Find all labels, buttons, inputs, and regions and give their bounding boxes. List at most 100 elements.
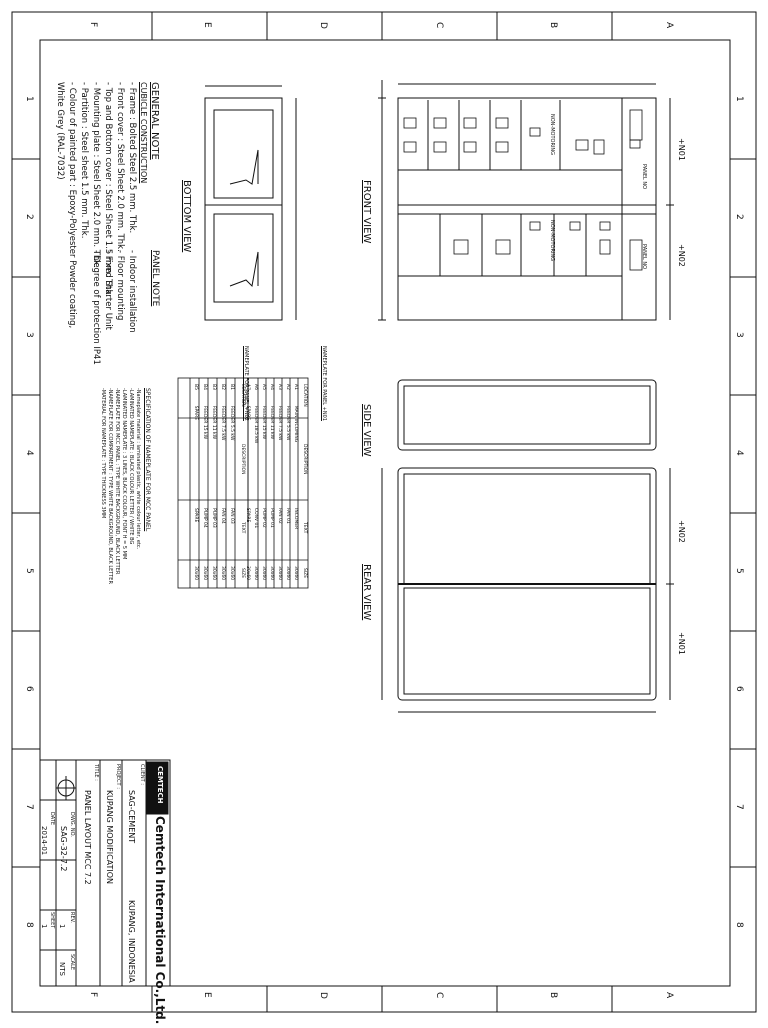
n02-row-1-location: B1 [229,384,234,390]
n01-row-3-size: 30x60 [277,566,282,581]
general-note-line-6: - Colour of painted part : Epoxy-Polyest… [67,82,77,329]
panel-note-line-4: - Degree of protection IP41 [91,250,101,365]
spec-line-4: -NAMEPLATE FOR MCC PANEL : TYPE WHITE BA… [114,388,120,575]
zone-number-4-right: 4 [734,450,744,456]
zone-letter-a: A [664,22,674,29]
n02-row-5-text: SPARE [193,508,198,523]
panel-note-line-1: - Indoor installation [127,250,137,333]
n02-row-5-location: B5 [193,384,198,390]
n01-row-4-size: 30x60 [269,566,274,581]
general-note-line-7: White Grey (RAL-7032) [55,82,65,180]
zone-number-6: 6 [24,686,34,692]
bottom-view-title: BOTTOM VIEW [181,180,192,253]
n02-row-3-desc: FEEDER 11 kW [211,405,216,440]
zone-number-3-right: 3 [734,332,744,338]
date-value: 2014-01 [40,826,48,856]
section-label-n01: +N01 [677,138,686,161]
n01-row-4-desc: FEEDER 11 kW [269,405,274,440]
n02-row-1-size: 30x60 [229,566,234,581]
panel-note-line-3: - Fixed Starter Unit [103,250,113,330]
front-view [378,80,674,321]
n02-row-3-text: PUMP 03 [211,508,216,528]
n02-row-1-text: FAN 03 [229,508,234,524]
n01-row-1-text: INCOMER [293,508,298,530]
drawing-no: SAG-32-7.2 [59,826,68,872]
zone-letter-e: E [202,22,212,28]
n02-row-1-desc: FEEDER 5.5 kW [229,405,234,441]
n02-row-4: B4 FEEDER 15 kW [202,384,207,439]
n01-row-7-text: SPARE [245,508,250,523]
date-label: DATE [49,812,55,826]
spec-line-3: -LAMINATED NAMEPLATE : 3 LINES, BLACK CO… [121,388,127,560]
n01-row-7: A7 SPARE [245,384,250,420]
n02-row-4-size: 30x60 [202,566,207,581]
general-note-line-4: - Mounting plate : Steel Sheet 2.0 mm. T… [91,82,101,268]
zone-number-2: 2 [24,214,34,220]
sheet-value: 1 [40,924,48,929]
general-note-title: GENERAL NOTE [149,82,160,160]
client-label: CLIENT : [139,764,145,785]
n01-header-location: LOCATION [302,384,307,407]
zone-number-7: 7 [24,804,34,810]
n02-row-4-location: B4 [202,384,207,390]
title-block-frame [39,759,171,987]
n01-row-1-size: 30x60 [293,566,298,581]
zone-number-1-right: 1 [734,96,744,102]
n01-row-6-size: 30x60 [253,566,258,581]
zone-number-6-right: 6 [734,686,744,692]
rev-label: REV. [69,912,75,923]
rev-value: 1 [58,924,66,929]
zone-number-7-right: 7 [734,804,744,810]
general-note-line-1: - Frame : Bolted Steel 2.5 mm. Thk. [127,82,137,234]
motor-label-top: NON-MOTORING [549,114,555,156]
n02-row-3-location: B3 [211,384,216,390]
zone-letter-a-bottom: A [664,992,674,999]
n01-row-6: A6 FEEDER 18.5 kW [253,384,258,443]
zone-letter-c-bottom: C [434,992,444,999]
zone-number-2-right: 2 [734,214,744,220]
zone-letter-d-bottom: D [318,992,328,999]
n01-row-2-size: 30x60 [285,566,290,581]
zone-letter-f: F [88,22,98,28]
panel-note-line-2: - Floor mounting [115,250,125,321]
zone-number-8-right: 8 [734,922,744,928]
zone-ticks [12,12,756,1012]
n01-row-5: A5 FEEDER 15 kW [261,384,266,439]
project-name: KUPANG MODIFICATION [105,790,114,885]
rear-view-title: REAR VIEW [361,564,372,621]
n01-row-7-size: 30x60 [245,566,250,581]
n01-row-2-location: A2 [285,384,290,390]
n01-row-7-location: A7 [245,384,250,390]
n01-row-3-location: A3 [277,384,282,390]
panel-note-title: PANEL NOTE [150,250,160,307]
n01-header-text: TEXT [302,522,307,534]
drawing-no-label: DWG. NO. [69,812,75,837]
n02-row-4-desc: FEEDER 15 kW [202,405,207,440]
n01-row-5-location: A5 [261,384,266,390]
company-logo: CEMTECH [156,766,164,804]
n02-row-3: B3 FEEDER 11 kW [211,384,216,439]
n02-header-size: SIZE [240,568,245,579]
n01-table-title: NAMEPLATE FOR PANEL +N01 [321,346,327,421]
outer-border [11,11,757,1013]
n02-header-text: TEXT [240,522,245,534]
rear-view [381,467,674,713]
n02-row-2-location: B2 [220,384,225,390]
n02-row-5-desc: SPARE [193,405,198,421]
n01-row-5-desc: FEEDER 15 kW [261,405,266,440]
front-view-title: FRONT VIEW [361,180,372,244]
zone-number-1: 1 [24,96,34,102]
n01-row-4-location: A4 [269,384,274,390]
n01-row-6-location: A6 [253,384,258,390]
zone-number-5: 5 [24,568,34,574]
n02-row-3-size: 30x60 [211,566,216,581]
side-view [397,379,657,451]
section-label-n02: +N02 [677,244,686,267]
n01-row-5-size: 30x60 [261,566,266,581]
company-name: Cemtech International Co.,Ltd. [153,816,167,1025]
zone-letter-f-bottom: F [88,992,98,998]
client-name: SAG-CEMENT [127,790,136,844]
n01-row-1-location: A1 [293,384,298,390]
zone-letter-e-bottom: E [202,992,212,998]
